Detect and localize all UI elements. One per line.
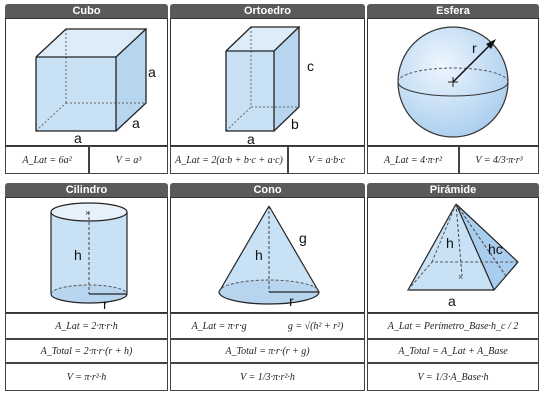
piramide-label-hc: hc [488,241,503,257]
figure-esfera-box: r [367,18,539,146]
cylinder-figure: × h r [50,202,128,312]
cone-figure: h g r [218,205,320,309]
formula-cono-lat-text: A_Lat = π·r·g [191,320,247,332]
formula-cono-g-text: g = √(h² + r²) [287,320,344,332]
piramide-label-h: h [446,235,454,251]
cubo-label-a-top: a [148,64,156,80]
formula-ortoedro-volume: V = a·b·c [288,146,365,174]
header-piramide: Pirámide [367,183,539,197]
ortoedro-label-b: b [291,116,299,132]
formula-piramide-total: A_Total = A_Lat + A_Base [367,339,539,363]
ortoedro-label-a: a [247,131,255,145]
cubo-label-a-side: a [132,115,140,131]
cuboid-figure: c b a [225,26,314,147]
svg-text:×: × [458,272,463,282]
formula-esfera-area: A_Lat = 4·π·r² [367,146,459,174]
formula-cilindro-volume: V = π·r²·h [5,363,168,391]
formula-ortoedro-area: A_Lat = 2(a·b + b·c + a·c) [170,146,288,174]
figure-ortoedro-box: c b a [170,18,365,147]
panel-cilindro: Cilindro × h r A_Lat = 2·π·r·h A_Total =… [5,183,168,391]
piramide-label-a: a [448,293,456,309]
cono-label-h: h [255,247,263,263]
cono-label-g: g [299,230,307,246]
formula-piramide-volume: V = 1/3·A_Base·h [367,363,539,391]
esfera-label-r: r [472,40,477,56]
formula-piramide-lat: A_Lat = Perímetro_Base·h_c / 2 [367,313,539,339]
formula-cubo-area: A_Lat = 6a² [5,146,89,174]
panel-ortoedro: Ortoedro c b a A_Lat = 2(a·b + b·c + a·c… [170,4,365,174]
panel-cubo: Cubo a a a A_Lat = 6a² V = a³ [5,4,168,174]
formula-cono-total: A_Total = π·r·(r + g) [170,339,365,363]
cono-label-r: r [289,293,294,309]
header-cubo: Cubo [5,4,168,18]
cubo-label-a-bottom: a [74,130,82,145]
formula-cono-lat: A_Lat = π·r·g g = √(h² + r²) [170,313,365,339]
sphere-figure: r [397,26,509,138]
header-cono: Cono [170,183,365,197]
svg-text:×: × [85,208,90,218]
cilindro-label-r: r [103,296,108,312]
formula-cono-volume: V = 1/3·π·r²·h [170,363,365,391]
header-ortoedro: Ortoedro [170,4,365,18]
formula-cilindro-total: A_Total = 2·π·r·(r + h) [5,339,168,363]
panel-esfera: Esfera r A_Lat = 4·π·r² V = 4/3·π·r³ [367,4,539,174]
formula-esfera-volume: V = 4/3·π·r³ [459,146,539,174]
panel-cono: Cono h g r A_Lat = π·r·g g = √(h² + r²) … [170,183,365,391]
header-esfera: Esfera [367,4,539,18]
pyramid-figure: × h hc a [406,203,519,309]
figure-piramide-box: × h hc a [367,197,539,313]
panel-piramide: Pirámide × h hc a A_Lat = Perímetro_Base… [367,183,539,391]
figure-cubo-box: a a a [5,18,168,146]
figure-cono-box: h g r [170,197,365,313]
ortoedro-label-c: c [307,58,314,74]
figure-cilindro-box: × h r [5,197,168,313]
formula-cubo-volume: V = a³ [89,146,168,174]
cube-figure: a a a [35,28,156,146]
formula-cilindro-lat: A_Lat = 2·π·r·h [5,313,168,339]
header-cilindro: Cilindro [5,183,168,197]
cilindro-label-h: h [74,247,82,263]
